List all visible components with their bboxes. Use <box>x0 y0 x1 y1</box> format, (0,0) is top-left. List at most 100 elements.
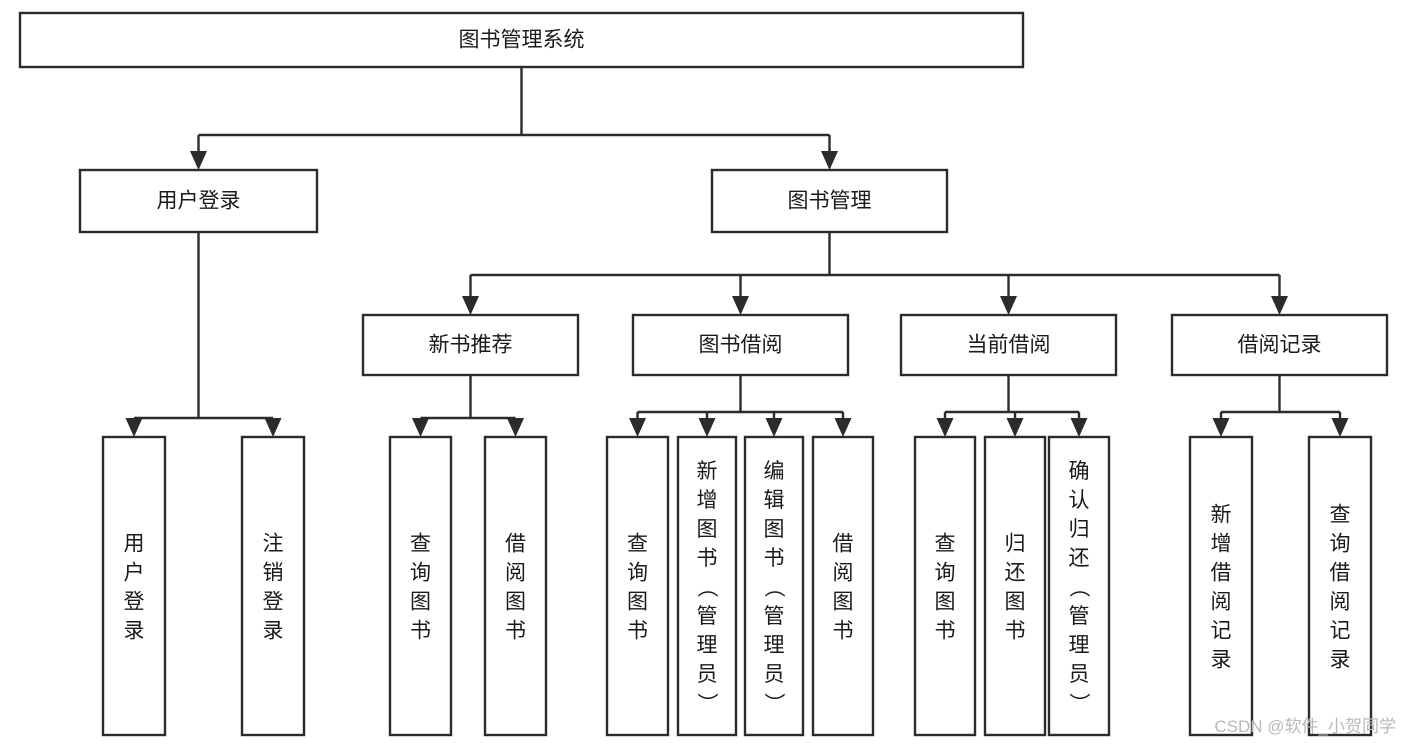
leaf-label-char: 查 <box>410 533 431 556</box>
leaf-label-char: 借 <box>1211 562 1232 585</box>
node-leaf-新增图书管理员-5[interactable] <box>676 435 738 737</box>
node-box-rect[interactable] <box>983 435 1047 737</box>
leaf-label-char: 记 <box>1211 620 1232 643</box>
node-label-图书借阅-1: 图书借阅 <box>699 334 783 357</box>
node-box-rect[interactable] <box>240 435 306 737</box>
leaf-label-char: 管 <box>697 605 718 628</box>
leaf-label-char: 新 <box>1211 504 1232 527</box>
leaf-label-char: 书 <box>697 547 718 570</box>
leaf-label-char: 录 <box>1330 649 1351 672</box>
boxes-layer <box>18 11 1389 737</box>
connector-arrowhead <box>834 418 852 437</box>
node-box-rect[interactable] <box>1188 435 1254 737</box>
node-box-rect[interactable] <box>631 313 850 377</box>
node-l1-用户登录-0[interactable] <box>78 168 319 234</box>
leaf-label-char: 阅 <box>1330 591 1351 614</box>
connector-arrowhead <box>698 418 716 437</box>
node-box-rect[interactable] <box>899 313 1118 377</box>
leaf-label-char: 查 <box>935 533 956 556</box>
node-box-rect[interactable] <box>676 435 738 737</box>
connector-arrowhead <box>412 418 429 437</box>
node-leaf-归还图书-9[interactable] <box>983 435 1047 737</box>
node-leaf-查询图书-2[interactable] <box>388 435 453 737</box>
node-leaf-编辑图书管理员-6[interactable] <box>743 435 805 737</box>
watermark-label: CSDN @软件_小贺同学 <box>1214 717 1396 736</box>
node-leaf-确认归还管理员-10[interactable] <box>1047 435 1111 737</box>
leaf-label-char: 书 <box>833 620 854 643</box>
leaf-label-char: 员 <box>764 663 785 686</box>
node-leaf-注销登录-1[interactable] <box>240 435 306 737</box>
node-box-rect[interactable] <box>743 435 805 737</box>
leaf-label-char: 查 <box>1330 504 1351 527</box>
node-box-rect[interactable] <box>710 168 949 234</box>
node-l2-当前借阅-2[interactable] <box>899 313 1118 377</box>
leaf-label-char: ） <box>762 693 785 714</box>
connector-arrowhead <box>1271 296 1288 315</box>
leaf-label-char: 增 <box>1211 533 1232 556</box>
leaf-label-char: 询 <box>410 562 431 585</box>
node-box-rect[interactable] <box>913 435 977 737</box>
connector-arrowhead <box>732 296 749 315</box>
leaf-label-char: 登 <box>263 591 284 614</box>
leaf-label-char: 借 <box>505 533 526 556</box>
node-leaf-用户登录-0[interactable] <box>101 435 167 737</box>
leaf-label-char: 图 <box>833 591 854 614</box>
leaf-label-char: 新 <box>697 460 718 483</box>
leaf-label-char: 理 <box>697 634 718 657</box>
node-root-图书管理系统-0[interactable] <box>18 11 1025 69</box>
leaf-label-char: 阅 <box>833 562 854 585</box>
connector-arrowhead <box>1331 418 1349 437</box>
node-box-rect[interactable] <box>361 313 580 377</box>
node-box-rect[interactable] <box>388 435 453 737</box>
leaf-label-char: 录 <box>124 620 145 643</box>
node-leaf-借阅图书-7[interactable] <box>811 435 875 737</box>
connector-arrowhead <box>936 418 954 437</box>
node-box-rect[interactable] <box>811 435 875 737</box>
node-leaf-查询图书-4[interactable] <box>605 435 670 737</box>
node-box-rect[interactable] <box>101 435 167 737</box>
node-box-rect[interactable] <box>483 435 548 737</box>
leaf-label-char: 员 <box>1069 663 1090 686</box>
node-l2-新书推荐-0[interactable] <box>361 313 580 377</box>
node-leaf-查询借阅记录-12[interactable] <box>1307 435 1373 737</box>
node-box-rect[interactable] <box>1307 435 1373 737</box>
leaf-label-char: 认 <box>1069 489 1090 512</box>
leaf-label-char: 归 <box>1005 533 1026 556</box>
connector-arrowhead <box>264 418 282 437</box>
connector-arrowhead <box>1212 418 1230 437</box>
leaf-label-char: ） <box>695 693 718 714</box>
node-box-rect[interactable] <box>18 11 1025 69</box>
node-l1-图书管理-1[interactable] <box>710 168 949 234</box>
leaf-label-char: 还 <box>1069 547 1090 570</box>
leaf-label-char: 注 <box>263 533 284 556</box>
connector-arrowhead <box>462 296 479 315</box>
leaf-label-char: 图 <box>935 591 956 614</box>
leaf-label-char: 图 <box>505 591 526 614</box>
node-l2-借阅记录-3[interactable] <box>1170 313 1389 377</box>
connector-arrowhead <box>629 418 646 437</box>
leaf-label-char: 管 <box>764 605 785 628</box>
node-box-rect[interactable] <box>605 435 670 737</box>
node-leaf-借阅图书-3[interactable] <box>483 435 548 737</box>
node-box-rect[interactable] <box>78 168 319 234</box>
connector-arrowhead <box>1000 296 1017 315</box>
leaf-label-char: 录 <box>1211 649 1232 672</box>
node-leaf-查询图书-8[interactable] <box>913 435 977 737</box>
node-leaf-新增借阅记录-11[interactable] <box>1188 435 1254 737</box>
leaf-label-char: 记 <box>1330 620 1351 643</box>
node-box-rect[interactable] <box>1047 435 1111 737</box>
leaf-label-char: 户 <box>124 562 145 585</box>
leaf-label-char: 借 <box>833 533 854 556</box>
node-box-rect[interactable] <box>1170 313 1389 377</box>
labels-layer: 图书管理系统用户登录图书管理新书推荐图书借阅当前借阅借阅记录用户登录注销登录查询… <box>124 29 1351 714</box>
node-l2-图书借阅-1[interactable] <box>631 313 850 377</box>
connector-arrowhead <box>821 151 838 170</box>
